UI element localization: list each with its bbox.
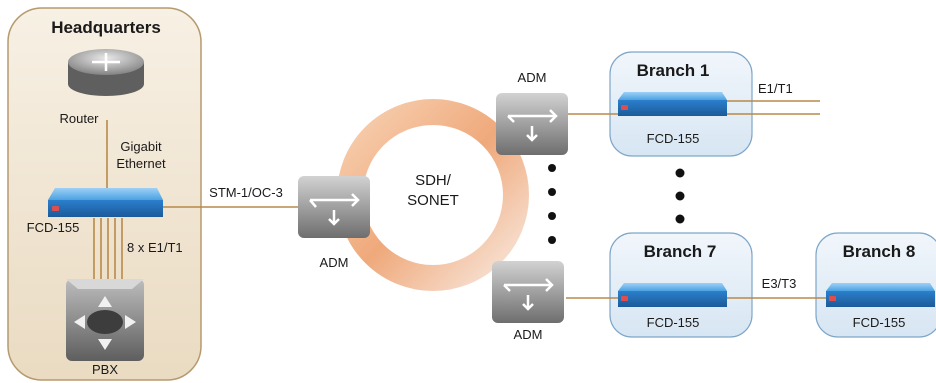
branch-1-title: Branch 1 — [636, 61, 710, 80]
router-arrows-icon — [92, 53, 120, 71]
ellipsis-dots-ring — [548, 164, 556, 244]
branch-8-device-label: FCD-155 — [852, 315, 906, 330]
hq-fcd-155-label: FCD-155 — [26, 220, 80, 235]
adm-bottom[interactable] — [492, 261, 564, 323]
hq-fcd-155-device[interactable] — [48, 188, 163, 217]
ring-label-line1: SDH/ — [415, 172, 451, 189]
branch-8-fcd-155-device[interactable] — [826, 283, 935, 307]
branch-7-title: Branch 7 — [643, 242, 717, 261]
pbx-label: PBX — [91, 362, 119, 377]
adm-top-label: ADM — [517, 70, 547, 85]
adm-left[interactable] — [298, 176, 370, 238]
branch-8-title: Branch 8 — [842, 242, 916, 261]
branch-7-fcd-155-device[interactable] — [618, 283, 727, 307]
branch-1-device-label: FCD-155 — [646, 131, 700, 146]
pbx[interactable] — [66, 279, 144, 361]
hq-title: Headquarters — [51, 18, 161, 37]
router-label: Router — [59, 111, 99, 126]
e1t1-link-label: E1/T1 — [758, 81, 793, 96]
adm-top[interactable] — [496, 93, 568, 155]
e1-link-label: 8 x E1/T1 — [127, 240, 183, 255]
e3t3-link-label: E3/T3 — [761, 276, 797, 291]
ring-label-line2: SONET — [407, 192, 459, 209]
gigabit-link-label-line1: Gigabit — [120, 139, 162, 154]
adm-bottom-label: ADM — [513, 327, 543, 342]
branch-7-device-label: FCD-155 — [646, 315, 700, 330]
phone-icon — [74, 296, 136, 350]
router[interactable] — [68, 49, 144, 96]
adm-left-label: ADM — [319, 255, 349, 270]
stm1-link-label: STM-1/OC-3 — [209, 185, 283, 200]
gigabit-link-label-line2: Ethernet — [116, 156, 166, 171]
ellipsis-dots-branches — [675, 168, 685, 224]
branch-1-fcd-155-device[interactable] — [618, 92, 727, 116]
links — [93, 100, 830, 299]
